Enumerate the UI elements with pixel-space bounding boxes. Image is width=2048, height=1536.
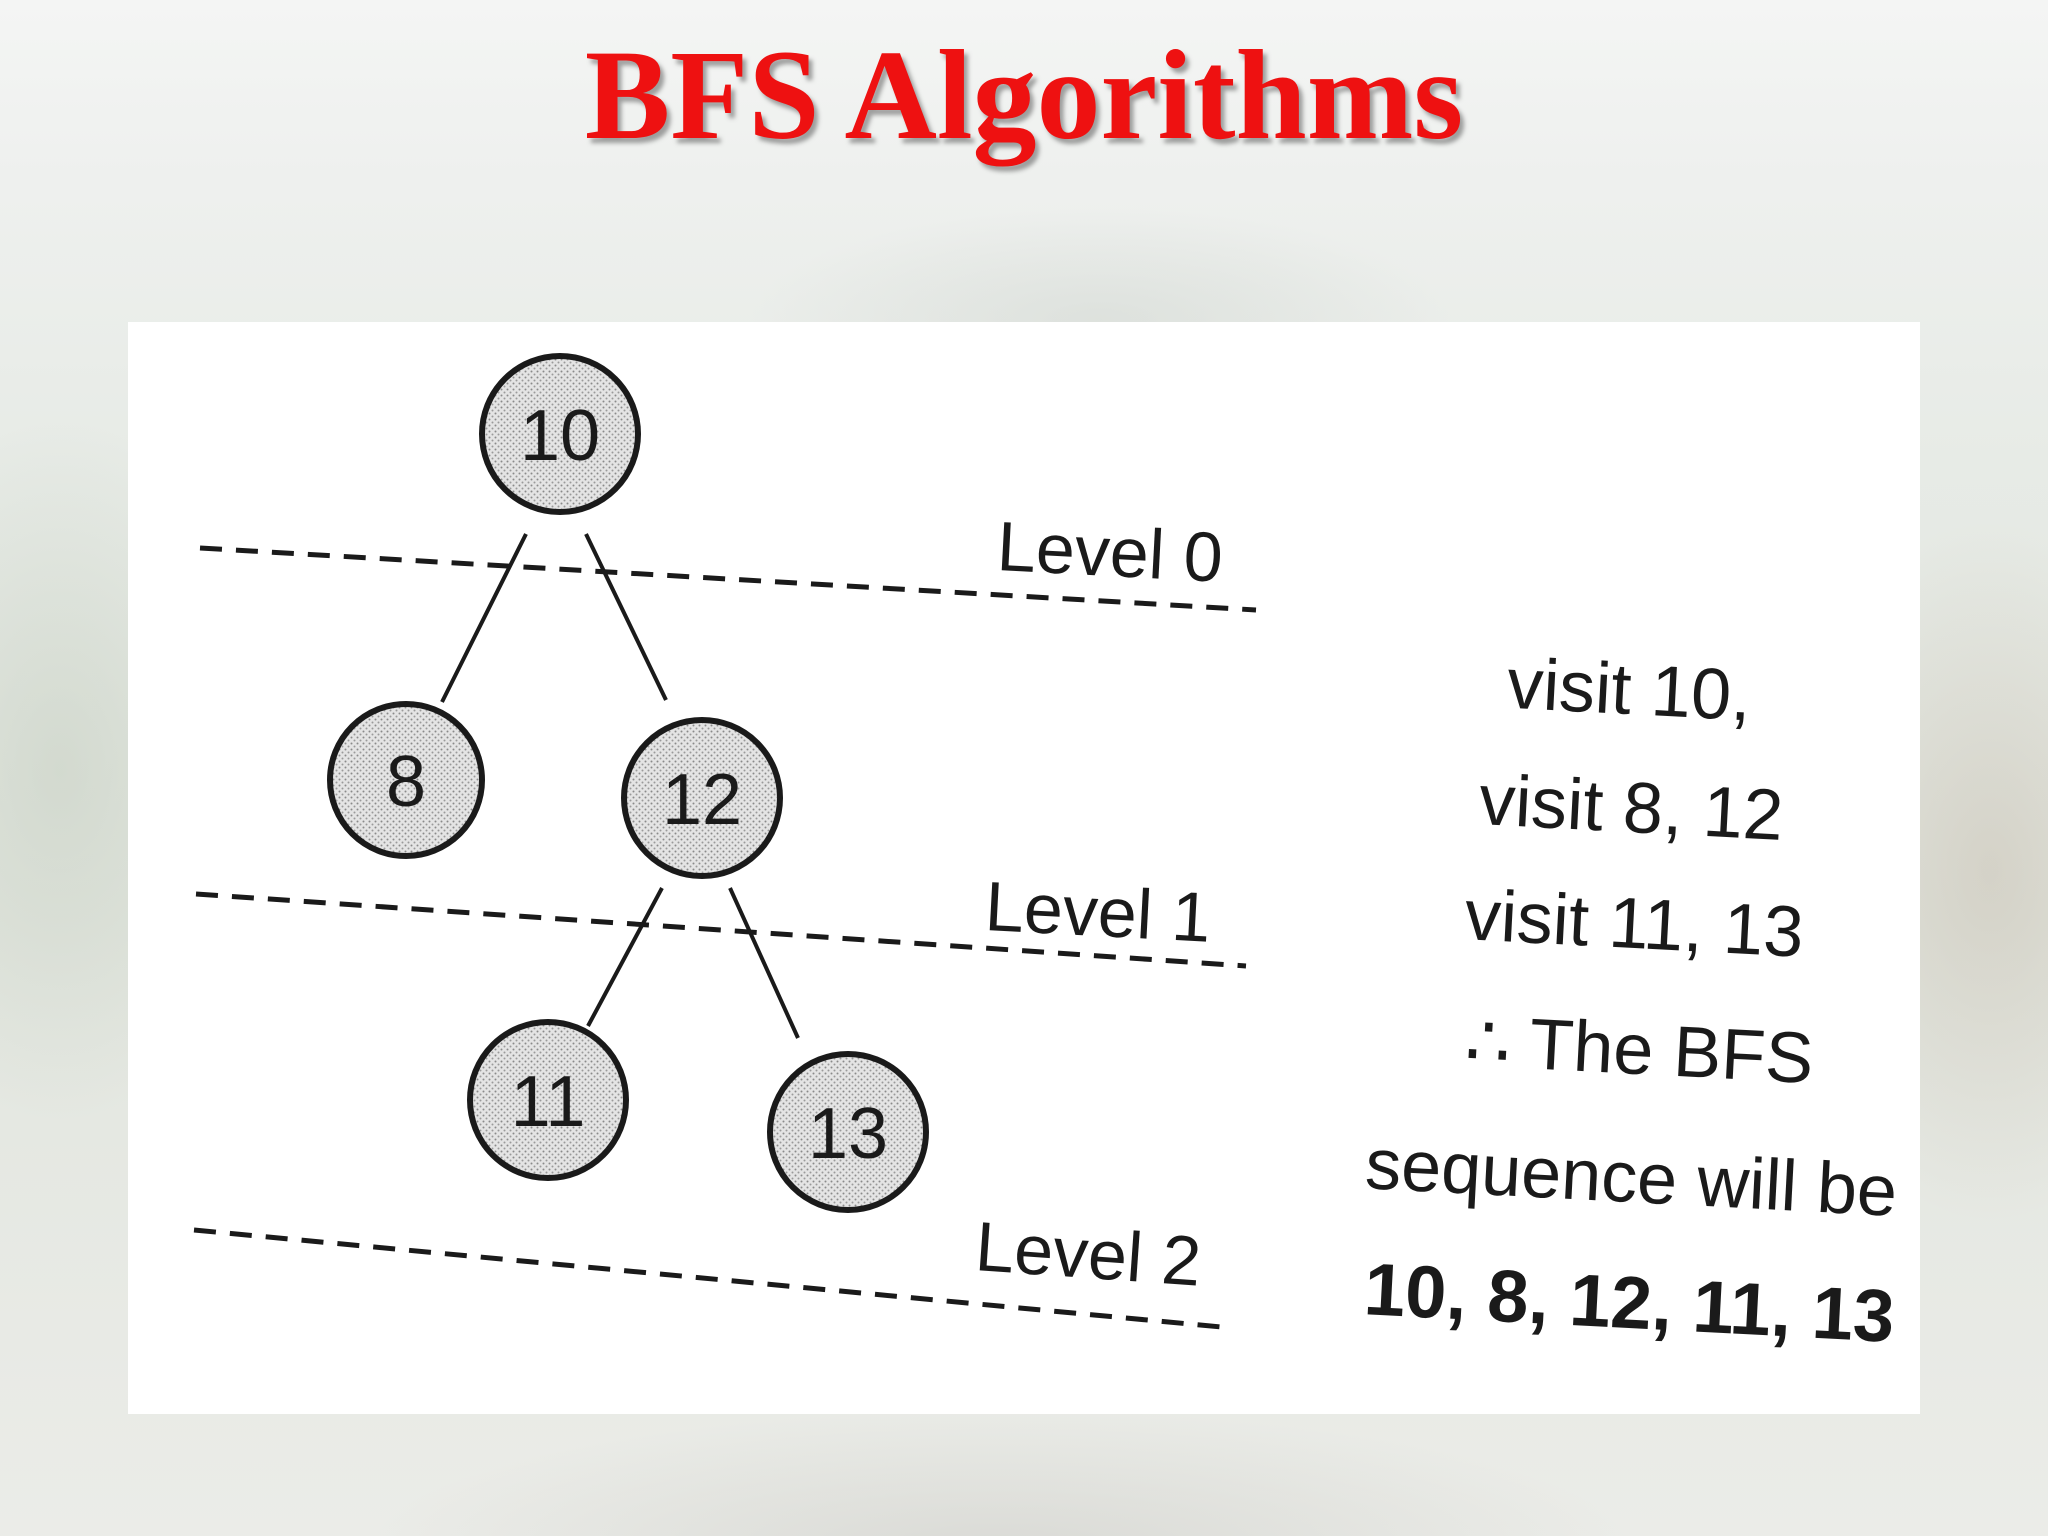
- explanation-line-1: visit 10,: [1505, 644, 1753, 737]
- slide-title: BFS Algorithms: [584, 24, 1464, 166]
- bfs-tree-diagram: 10 8 12 11 13 Level 0 Level 1 Level 2 vi…: [193, 353, 1899, 1358]
- node-circle: [467, 1019, 629, 1181]
- node-label: 11: [511, 1062, 586, 1142]
- level-0-label: Level 0: [995, 507, 1225, 597]
- node-circle: [767, 1051, 929, 1213]
- level-1-label: Level 1: [983, 867, 1213, 957]
- node-circle: [479, 353, 641, 515]
- node-circle: [327, 701, 485, 859]
- bfs-result-sequence: 10, 8, 12, 11, 13: [1362, 1247, 1896, 1358]
- level-0-line: [199, 545, 1257, 613]
- edge-10-8: [440, 533, 528, 703]
- level-2-label: Level 2: [973, 1207, 1204, 1301]
- tree-node-13: 13: [767, 1051, 929, 1213]
- tree-node-11: 11: [467, 1019, 629, 1181]
- edge-12-11: [586, 887, 664, 1027]
- edge-12-13: [728, 887, 800, 1039]
- bfs-explanation: visit 10, visit 8, 12 visit 11, 13 ∴ The…: [1362, 644, 1899, 1358]
- explanation-line-5: sequence will be: [1363, 1124, 1899, 1232]
- node-circle: [621, 717, 783, 879]
- node-label: 10: [520, 396, 600, 476]
- node-label: 12: [662, 760, 742, 840]
- explanation-line-3: visit 11, 13: [1463, 875, 1806, 973]
- tree-node-8: 8: [327, 701, 485, 859]
- level-dashed-lines: [193, 545, 1257, 1331]
- tree-edges: [440, 533, 800, 1039]
- level-1-line: [195, 891, 1247, 969]
- node-label: 8: [386, 742, 426, 822]
- node-label: 13: [808, 1094, 888, 1174]
- tree-node-12: 12: [621, 717, 783, 879]
- explanation-line-4: ∴ The BFS: [1463, 1001, 1815, 1099]
- edge-10-12: [584, 533, 668, 701]
- level-2-line: [193, 1227, 1233, 1331]
- bfs-figure-panel: 10 8 12 11 13 Level 0 Level 1 Level 2 vi…: [128, 322, 1920, 1414]
- explanation-line-2: visit 8, 12: [1477, 760, 1785, 856]
- tree-node-10: 10: [479, 353, 641, 515]
